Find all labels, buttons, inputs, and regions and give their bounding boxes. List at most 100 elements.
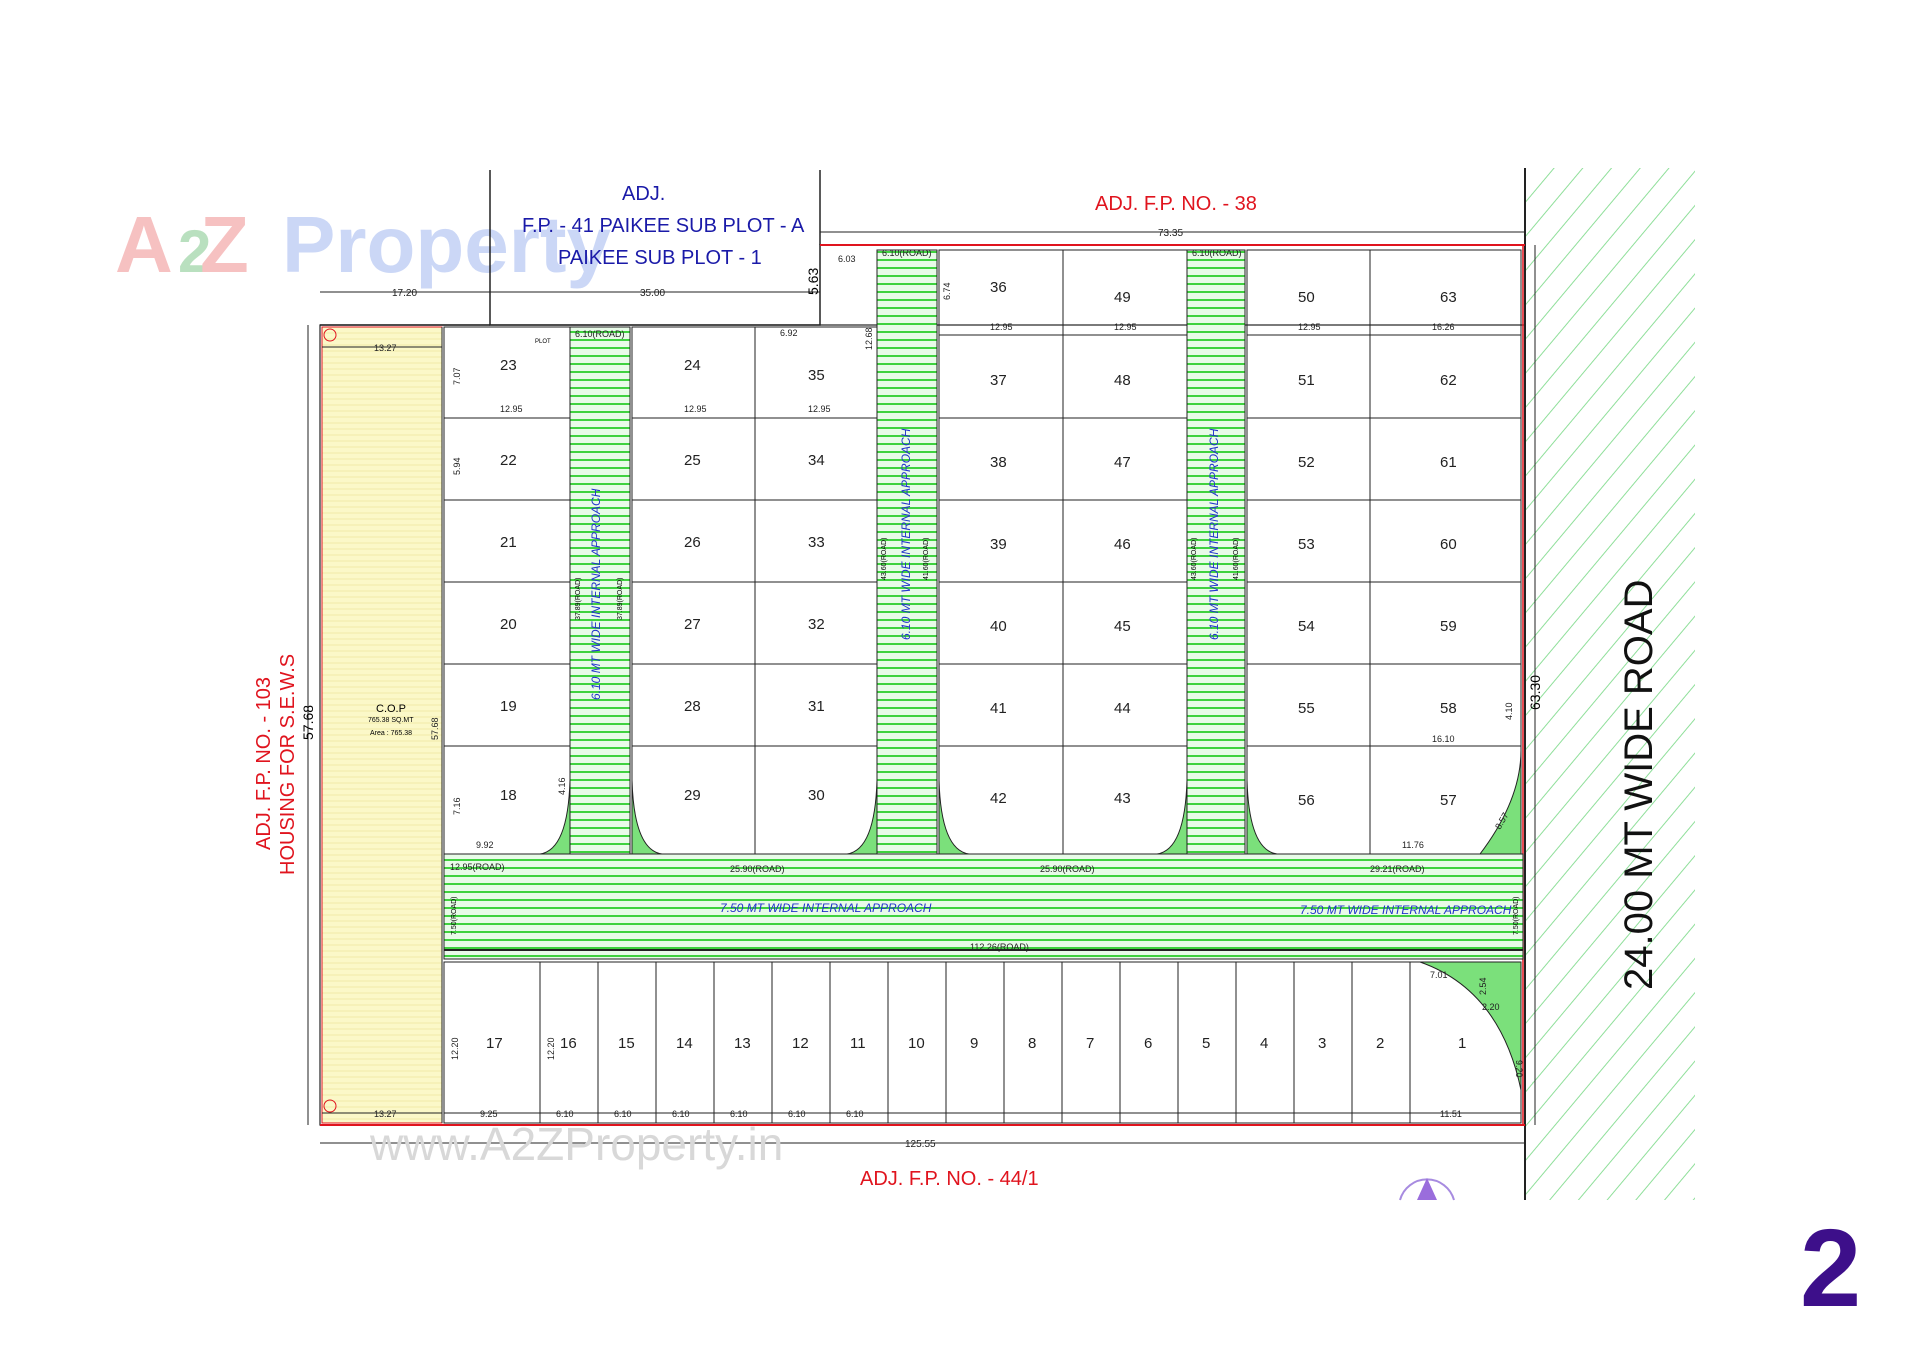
svg-text:43.60(ROAD): 43.60(ROAD) (881, 538, 888, 580)
adj-north-blue-3: PAIKEE SUB PLOT - 1 (558, 247, 762, 269)
svg-text:7.01: 7.01 (1430, 970, 1448, 980)
svg-text:6.92: 6.92 (780, 328, 798, 338)
adj-west-2: HOUSING FOR S.E.W.S (277, 654, 299, 875)
page-number: 2 (1800, 1207, 1862, 1330)
cop-area (321, 326, 443, 1124)
svg-text:11.76: 11.76 (1402, 840, 1424, 850)
svg-text:34: 34 (808, 452, 825, 469)
svg-text:25: 25 (684, 452, 701, 469)
svg-text:18: 18 (500, 787, 517, 804)
svg-text:7.50(ROAD): 7.50(ROAD) (1513, 896, 1520, 935)
svg-text:6.10 MT WIDE INTERNAL APPROACH: 6.10 MT WIDE INTERNAL APPROACH (1207, 428, 1221, 640)
svg-text:21: 21 (500, 534, 517, 551)
svg-text:5.94: 5.94 (452, 457, 462, 475)
svg-text:49: 49 (1114, 289, 1131, 306)
svg-text:6.10: 6.10 (672, 1109, 690, 1119)
svg-text:6.10(ROAD): 6.10(ROAD) (882, 248, 932, 258)
svg-text:14: 14 (676, 1035, 693, 1052)
svg-text:125.55: 125.55 (905, 1139, 936, 1150)
svg-text:6: 6 (1144, 1035, 1152, 1052)
svg-text:7: 7 (1086, 1035, 1094, 1052)
svg-text:57: 57 (1440, 792, 1457, 809)
svg-text:12.95: 12.95 (1114, 322, 1137, 332)
svg-text:39: 39 (990, 536, 1007, 553)
svg-text:10: 10 (908, 1035, 925, 1052)
svg-text:45: 45 (1114, 618, 1131, 635)
svg-text:12: 12 (792, 1035, 809, 1052)
svg-text:29.21(ROAD): 29.21(ROAD) (1370, 864, 1425, 874)
svg-text:4: 4 (1260, 1035, 1268, 1052)
watermark-url: www.A2ZProperty.in (369, 1118, 783, 1170)
svg-text:12.95(ROAD): 12.95(ROAD) (450, 862, 505, 872)
svg-text:Area : 765.38: Area : 765.38 (370, 730, 412, 737)
svg-text:25.90(ROAD): 25.90(ROAD) (1040, 864, 1095, 874)
svg-text:51: 51 (1298, 372, 1315, 389)
svg-text:28: 28 (684, 698, 701, 715)
svg-text:6.10(ROAD): 6.10(ROAD) (1192, 248, 1242, 258)
svg-text:6.03: 6.03 (838, 254, 856, 264)
svg-text:5: 5 (1202, 1035, 1210, 1052)
svg-text:43: 43 (1114, 790, 1131, 807)
svg-text:29: 29 (684, 787, 701, 804)
svg-text:Z: Z (200, 200, 249, 289)
svg-text:19: 19 (500, 698, 517, 715)
svg-text:6.10: 6.10 (614, 1109, 632, 1119)
svg-text:56: 56 (1298, 792, 1315, 809)
svg-text:23: 23 (500, 357, 517, 374)
svg-text:6.74: 6.74 (942, 282, 952, 300)
svg-text:35: 35 (808, 367, 825, 384)
svg-text:6.10 MT WIDE INTERNAL APPROACH: 6.10 MT WIDE INTERNAL APPROACH (589, 488, 603, 700)
svg-text:37.89(ROAD): 37.89(ROAD) (617, 578, 624, 620)
svg-text:Property: Property (282, 200, 611, 289)
svg-text:9.92: 9.92 (476, 840, 494, 850)
svg-text:PLOT: PLOT (535, 339, 551, 345)
svg-text:112.26(ROAD): 112.26(ROAD) (970, 942, 1029, 952)
svg-text:9.20: 9.20 (1514, 1060, 1524, 1078)
svg-text:26: 26 (684, 534, 701, 551)
svg-text:55: 55 (1298, 700, 1315, 717)
plot-block-bc (631, 326, 878, 855)
svg-text:12.95: 12.95 (808, 404, 831, 414)
svg-text:37.89(ROAD): 37.89(ROAD) (575, 578, 582, 620)
svg-text:7.16: 7.16 (452, 797, 462, 815)
svg-text:41.60(ROAD): 41.60(ROAD) (1233, 538, 1240, 580)
svg-text:52: 52 (1298, 454, 1315, 471)
svg-text:73.35: 73.35 (1158, 228, 1183, 239)
svg-text:43.60(ROAD): 43.60(ROAD) (1191, 538, 1198, 580)
svg-text:13.27: 13.27 (374, 343, 397, 353)
svg-text:32: 32 (808, 616, 825, 633)
svg-text:6.10: 6.10 (556, 1109, 574, 1119)
svg-text:24: 24 (684, 357, 701, 374)
svg-text:48: 48 (1114, 372, 1131, 389)
east-road-hatch (1525, 168, 1695, 1200)
svg-text:12.68: 12.68 (864, 327, 874, 350)
cop-label: C.O.P (376, 703, 406, 715)
internal-road-3 (1186, 249, 1246, 855)
svg-text:12.95: 12.95 (990, 322, 1013, 332)
plot-block-south (443, 961, 1522, 1124)
north-arrow-icon (1399, 1178, 1455, 1201)
svg-text:2: 2 (178, 218, 211, 285)
svg-text:6.10 MT WIDE INTERNAL APPROACH: 6.10 MT WIDE INTERNAL APPROACH (899, 428, 913, 640)
svg-text:A: A (115, 200, 173, 289)
svg-text:17: 17 (486, 1035, 503, 1052)
svg-text:20: 20 (500, 616, 517, 633)
svg-text:47: 47 (1114, 454, 1131, 471)
svg-text:7.50 MT WIDE INTERNAL APPROACH: 7.50 MT WIDE INTERNAL APPROACH (1300, 903, 1512, 917)
svg-text:30: 30 (808, 787, 825, 804)
svg-text:7.07: 7.07 (452, 367, 462, 385)
svg-text:63.30: 63.30 (1527, 675, 1543, 710)
east-road-label: 24.00 MT WIDE ROAD (1617, 580, 1661, 990)
svg-text:6.10(ROAD): 6.10(ROAD) (575, 329, 625, 339)
svg-text:13: 13 (734, 1035, 751, 1052)
plot-block-de (938, 249, 1188, 855)
svg-text:2.54: 2.54 (1478, 977, 1488, 995)
adj-west-1: ADJ. F.P. NO. - 103 (253, 677, 275, 850)
svg-text:31: 31 (808, 698, 825, 715)
svg-text:53: 53 (1298, 536, 1315, 553)
svg-text:2: 2 (1376, 1035, 1384, 1052)
plot-block-fg (1246, 249, 1522, 855)
svg-text:37: 37 (990, 372, 1007, 389)
svg-text:12.20: 12.20 (450, 1037, 460, 1060)
svg-text:59: 59 (1440, 618, 1457, 635)
